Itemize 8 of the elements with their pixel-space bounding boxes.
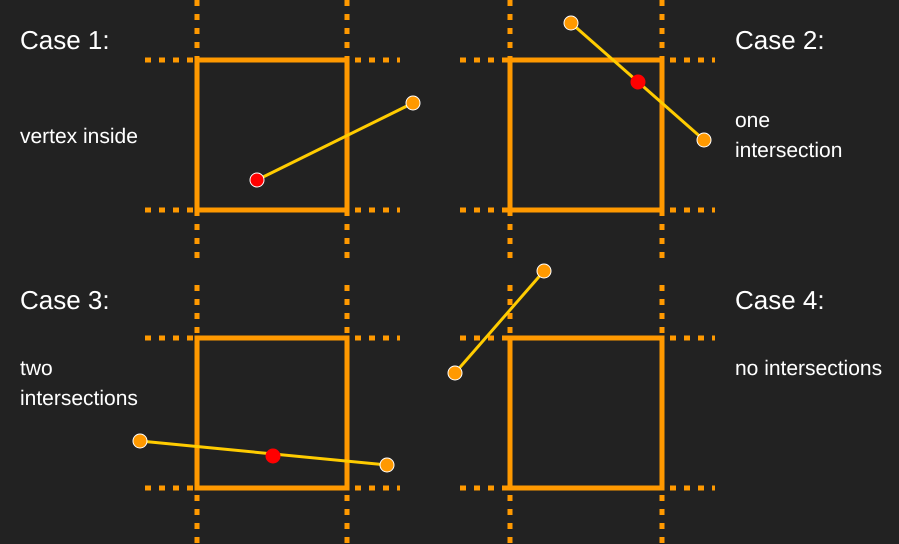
case-description: two intersections — [20, 356, 139, 412]
case-description: vertex inside — [20, 124, 139, 150]
case-description: one intersection — [735, 108, 844, 164]
case-heading: Case 1: — [20, 24, 110, 57]
case-heading: Case 3: — [20, 284, 110, 317]
case-heading: Case 2: — [735, 24, 825, 57]
case-heading: Case 4: — [735, 284, 825, 317]
case-description: no intersections — [735, 356, 884, 382]
